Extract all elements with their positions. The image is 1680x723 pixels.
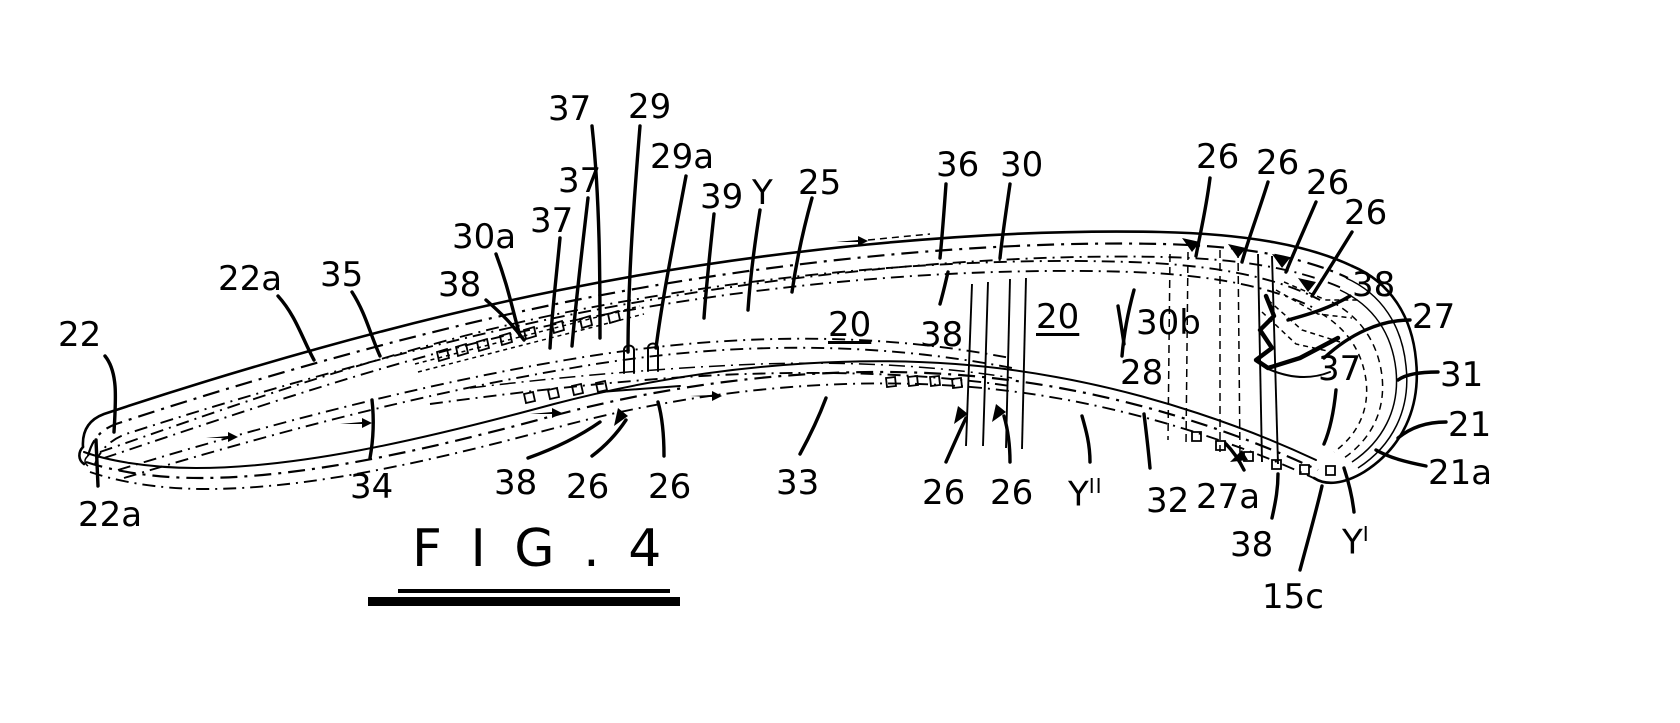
ref-label-26-c2: 26 (990, 473, 1034, 513)
aft-chamber-ribs (1167, 249, 1279, 465)
ref-label-25: 25 (798, 163, 842, 203)
ref-label-26-r2: 26 (1256, 143, 1300, 183)
ref-label-38-upper-left: 38 (438, 265, 482, 305)
figure-caption-rule-thick (368, 597, 680, 606)
ref-label-37-right: 37 (1318, 349, 1362, 389)
ref-label-Y-I-base: Y (1342, 522, 1363, 563)
ref-label-33: 33 (776, 463, 820, 503)
ref-label-21: 21 (1448, 405, 1492, 445)
ref-label-38-center: 38 (920, 315, 964, 355)
ref-label-26-r3: 26 (1306, 163, 1350, 203)
ref-label-36: 36 (936, 145, 980, 185)
chordwise-center-lines (429, 362, 1013, 405)
leader-arrowheads (614, 238, 1316, 462)
ref-label-29: 29 (628, 87, 672, 127)
ref-label-35: 35 (320, 255, 364, 295)
ref-label-20-b: 20 (1036, 297, 1080, 337)
ref-label-32: 32 (1146, 481, 1190, 521)
figure-caption-rule-thin (398, 589, 670, 593)
mid-span-ribs (965, 277, 1027, 450)
ref-label-Y-II-base: Y (1068, 474, 1089, 515)
trailing-edge-tip (78, 445, 89, 467)
ref-label-22a-bottom: 22a (78, 495, 143, 535)
ref-label-Y-I-sup: I (1362, 522, 1370, 546)
ref-label-34: 34 (350, 467, 394, 507)
ref-label-26-r1: 26 (1196, 137, 1240, 177)
pressure-side-outer-wall (83, 360, 1321, 490)
ref-label-30: 30 (1000, 145, 1044, 185)
ref-label-27: 27 (1412, 297, 1456, 337)
ref-label-20-a: 20 (828, 305, 872, 345)
ref-label-26-b2: 26 (648, 467, 692, 507)
ref-label-30b: 30b (1136, 303, 1201, 343)
ref-label-26-r4: 26 (1344, 193, 1388, 233)
ref-label-37-a: 37 (530, 201, 574, 241)
lower-wall-cooling-holes (522, 375, 1336, 476)
leading-edge-internal-web (1253, 281, 1358, 378)
ref-label-15c: 15c (1262, 577, 1324, 617)
flow-arrows (206, 233, 931, 442)
inner-wall-contours (99, 260, 1321, 479)
ref-label-37-b: 37 (558, 161, 602, 201)
leader-lines (94, 124, 1448, 572)
ref-label-27a: 27a (1196, 477, 1261, 517)
ref-label-38-lower-left: 38 (494, 463, 538, 503)
upper-wall-cooling-holes (414, 305, 645, 373)
ref-label-31: 31 (1440, 355, 1484, 395)
leading-edge-nose (1312, 264, 1419, 485)
ref-label-26-b1: 26 (566, 467, 610, 507)
ref-label-30a: 30a (452, 217, 517, 257)
ref-label-22a-top: 22a (218, 259, 283, 299)
ref-label-38-right: 38 (1352, 265, 1396, 305)
ref-label-Y-II-sup: II (1088, 474, 1103, 498)
ref-label-Y: Y (752, 173, 773, 213)
figure-caption: F I G . 4 (412, 519, 668, 579)
ref-label-39: 39 (700, 177, 744, 217)
ref-label-26-c1: 26 (922, 473, 966, 513)
ref-label-29a: 29a (650, 137, 715, 177)
ref-label-38-bottom: 38 (1230, 525, 1274, 565)
ref-label-Y-II: YII (1068, 476, 1103, 511)
ref-label-Y-I: YI (1342, 524, 1370, 559)
ref-label-28: 28 (1120, 353, 1164, 393)
ref-label-21a: 21a (1428, 453, 1493, 493)
suction-side-outer-wall (81, 230, 1354, 465)
ref-label-37-c: 37 (548, 89, 592, 129)
ref-label-22: 22 (58, 315, 102, 355)
